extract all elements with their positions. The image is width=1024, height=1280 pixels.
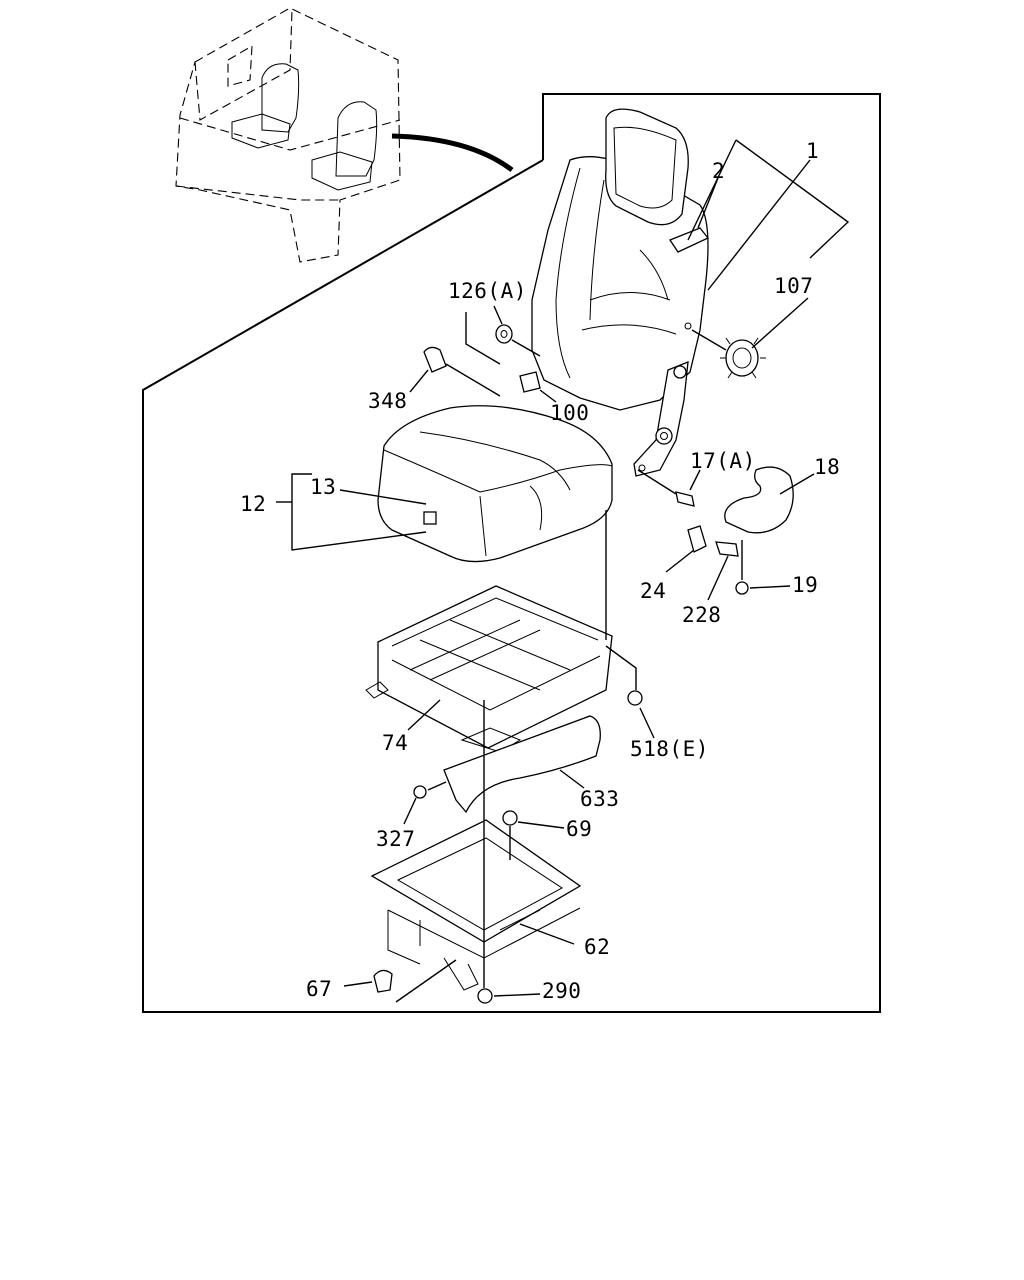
callout-348: 348 — [368, 389, 407, 413]
callout-17a: 17(A) — [690, 449, 756, 473]
leader-lines — [276, 139, 850, 1003]
callout-518e: 518(E) — [630, 737, 709, 761]
cab-inset-illustration — [175, 7, 514, 263]
callout-18: 18 — [814, 455, 840, 479]
knob-107-illustration — [720, 337, 766, 379]
callout-100: 100 — [550, 401, 589, 425]
callout-13: 13 — [310, 475, 336, 499]
callout-2: 2 — [712, 159, 725, 183]
callout-290: 290 — [542, 979, 581, 1003]
callout-107: 107 — [774, 274, 813, 298]
callout-126a: 126(A) — [448, 279, 527, 303]
seat-cushion-illustration — [377, 405, 613, 563]
callout-62: 62 — [584, 935, 610, 959]
callout-12: 12 — [240, 492, 266, 516]
callout-228: 228 — [682, 603, 721, 627]
callout-1: 1 — [806, 139, 819, 163]
slide-frame-illustration — [365, 585, 613, 753]
seat-back-illustration — [531, 108, 710, 477]
small-parts-illustration — [373, 324, 794, 1004]
callout-633: 633 — [580, 787, 619, 811]
diagram-frame — [142, 93, 881, 1013]
cover-633-illustration — [443, 715, 601, 814]
callout-19: 19 — [792, 573, 818, 597]
callout-327: 327 — [376, 827, 415, 851]
callout-67: 67 — [306, 977, 332, 1001]
callout-24: 24 — [640, 579, 666, 603]
callout-74: 74 — [382, 731, 408, 755]
callout-69: 69 — [566, 817, 592, 841]
